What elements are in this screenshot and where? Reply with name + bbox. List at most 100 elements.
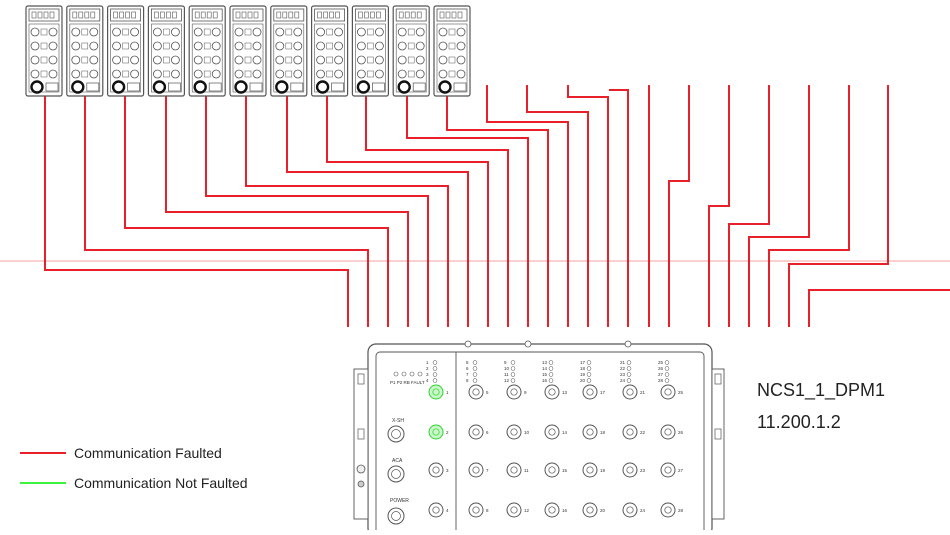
x-sh-connector[interactable] [387, 425, 405, 443]
port-19[interactable]: 19 [582, 462, 606, 478]
io-module[interactable] [351, 5, 389, 97]
led-number: 19 [580, 372, 586, 377]
io-module[interactable] [270, 5, 308, 97]
led-number: 17 [580, 360, 586, 365]
led-number: 2 [426, 366, 429, 371]
comm-wire-faulted [165, 90, 409, 327]
comm-wire-faulted [84, 90, 369, 327]
port-16[interactable]: 16 [544, 502, 568, 518]
comm-wire-faulted [446, 90, 549, 327]
comm-wire-faulted [44, 90, 349, 327]
port-15[interactable]: 15 [544, 462, 568, 478]
svg-text:23: 23 [640, 468, 646, 473]
port-9[interactable]: 9 [506, 384, 527, 400]
svg-text:8: 8 [486, 508, 489, 513]
io-module[interactable] [392, 5, 430, 97]
port-13[interactable]: 13 [544, 384, 568, 400]
aca-connector[interactable] [387, 465, 405, 483]
comm-wire-faulted [567, 85, 609, 327]
comm-wire-faulted [668, 85, 690, 327]
port-12[interactable]: 12 [506, 502, 530, 518]
comm-wire-faulted [365, 90, 509, 327]
led-number: 15 [542, 372, 548, 377]
port-28[interactable]: 28 [660, 502, 684, 518]
led-number: 10 [504, 366, 510, 371]
led-number: 1 [426, 360, 429, 365]
port-22[interactable]: 22 [622, 424, 646, 440]
comm-wire-faulted [326, 90, 489, 327]
device-ip-address: 11.200.1.2 [757, 412, 841, 432]
io-module[interactable] [147, 5, 185, 97]
port-6[interactable]: 6 [468, 424, 489, 440]
svg-text:26: 26 [678, 430, 684, 435]
legend-item-faulted: Communication Faulted [20, 445, 222, 461]
port-4[interactable]: 4 [428, 502, 449, 518]
comm-wire-faulted [748, 85, 810, 327]
io-module[interactable] [106, 5, 145, 97]
port-27[interactable]: 27 [660, 462, 684, 478]
led-number: 13 [542, 360, 548, 365]
port-7[interactable]: 7 [468, 462, 489, 478]
led-number: 5 [466, 360, 469, 365]
svg-text:18: 18 [600, 430, 606, 435]
svg-text:17: 17 [600, 390, 606, 395]
svg-text:16: 16 [562, 508, 568, 513]
port-3[interactable]: 3 [428, 462, 449, 478]
port-20[interactable]: 20 [582, 502, 606, 518]
comm-wire-faulted [205, 90, 429, 327]
port-24[interactable]: 24 [622, 502, 646, 518]
port-2[interactable]: 2 [428, 424, 449, 440]
io-module[interactable] [188, 5, 226, 97]
svg-text:10: 10 [524, 430, 530, 435]
x-sh-label: X-SH [392, 418, 404, 424]
comm-wire-faulted [286, 90, 469, 327]
svg-text:2: 2 [446, 430, 449, 435]
comm-wire-faulted [768, 85, 850, 327]
svg-text:24: 24 [640, 508, 646, 513]
legend-faulted-swatch [20, 452, 66, 454]
port-26[interactable]: 26 [660, 424, 684, 440]
svg-text:28: 28 [678, 508, 684, 513]
port-5[interactable]: 5 [468, 384, 489, 400]
svg-text:15: 15 [562, 468, 568, 473]
svg-text:14: 14 [562, 430, 568, 435]
io-module[interactable] [229, 5, 267, 97]
port-25[interactable]: 25 [660, 384, 684, 400]
dpm-device[interactable]: P1 P2 RB FAULTX-SHACAPOWER12345678910111… [353, 340, 725, 535]
svg-text:12: 12 [524, 508, 530, 513]
io-module[interactable] [433, 5, 471, 97]
io-module[interactable] [66, 5, 104, 97]
legend-faulted-label: Communication Faulted [74, 445, 222, 461]
led-number: 9 [504, 360, 507, 365]
port-8[interactable]: 8 [468, 502, 489, 518]
port-14[interactable]: 14 [544, 424, 568, 440]
port-11[interactable]: 11 [506, 462, 529, 478]
port-17[interactable]: 17 [582, 384, 606, 400]
comm-wire-faulted [788, 85, 889, 327]
legend-not-faulted-swatch [20, 482, 66, 484]
port-18[interactable]: 18 [582, 424, 606, 440]
led-number: 28 [658, 378, 664, 383]
led-number: 18 [580, 366, 586, 371]
svg-text:27: 27 [678, 468, 684, 473]
svg-text:9: 9 [524, 390, 527, 395]
io-module[interactable] [25, 5, 63, 97]
comm-wire-faulted [808, 289, 950, 327]
port-1[interactable]: 1 [428, 384, 449, 400]
comm-wire-faulted [708, 85, 730, 327]
power-connector[interactable] [387, 507, 405, 525]
comm-wire-faulted [486, 85, 569, 327]
led-number: 16 [542, 378, 548, 383]
port-21[interactable]: 21 [622, 384, 646, 400]
led-number: 25 [658, 360, 664, 365]
svg-text:20: 20 [600, 508, 606, 513]
led-number: 24 [620, 378, 626, 383]
comm-wire-faulted [245, 90, 449, 327]
svg-text:3: 3 [446, 468, 449, 473]
svg-text:25: 25 [678, 390, 684, 395]
io-module[interactable] [311, 5, 349, 97]
port-10[interactable]: 10 [506, 424, 530, 440]
led-number: 14 [542, 366, 548, 371]
fault-led-label: P1 P2 RB FAULT [390, 380, 425, 385]
port-23[interactable]: 23 [622, 462, 646, 478]
